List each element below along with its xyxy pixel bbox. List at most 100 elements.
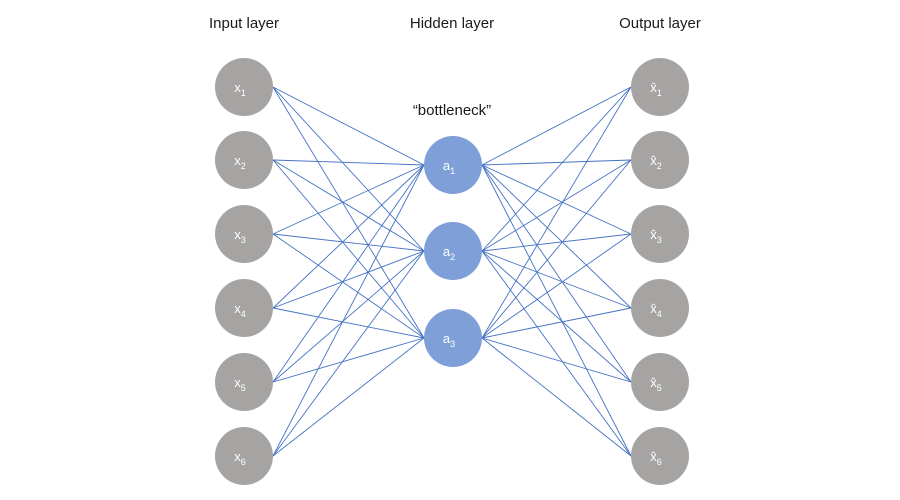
node-label-base: a <box>443 158 451 173</box>
node-label-base: x̂ <box>650 375 657 390</box>
input-node-circle <box>215 353 273 411</box>
edge-hidden-1-output-1 <box>481 86 632 166</box>
output-node-label: x̂5 <box>650 375 662 393</box>
hidden-node-circle <box>424 136 482 194</box>
hidden-node-3: a3 <box>424 309 482 367</box>
hidden-node-label: a3 <box>443 331 455 349</box>
edge-input-5-hidden-2 <box>272 250 425 383</box>
hidden-node-circle <box>424 309 482 367</box>
input-node-label: x4 <box>234 301 246 319</box>
input-node-circle <box>215 131 273 189</box>
edge-hidden-3-output-5 <box>481 337 632 383</box>
node-label-subscript: 4 <box>657 309 662 319</box>
edge-hidden-3-output-2 <box>481 159 632 339</box>
edge-hidden-1-output-3 <box>481 164 632 235</box>
input-node-1: x1 <box>215 58 273 116</box>
edge-hidden-3-output-3 <box>481 233 632 339</box>
edge-input-3-hidden-1 <box>272 164 425 235</box>
output-node-circle <box>631 58 689 116</box>
edge-hidden-1-output-2 <box>481 159 632 166</box>
node-label-base: x̂ <box>650 449 657 464</box>
hidden-layer-title: Hidden layer <box>410 15 494 32</box>
edge-hidden-1-output-4 <box>481 164 632 309</box>
output-node-1: x̂1 <box>631 58 689 116</box>
output-node-circle <box>631 353 689 411</box>
node-label-base: x <box>234 449 241 464</box>
edge-hidden-3-output-6 <box>481 337 632 457</box>
edge-input-4-hidden-3 <box>272 307 425 339</box>
output-node-4: x̂4 <box>631 279 689 337</box>
node-label-subscript: 2 <box>241 161 246 171</box>
node-label-subscript: 6 <box>241 457 246 467</box>
edge-hidden-1-output-6 <box>481 164 632 457</box>
node-label-base: x <box>234 375 241 390</box>
input-node-label: x2 <box>234 153 246 171</box>
input-node-circle <box>215 205 273 263</box>
node-label-subscript: 3 <box>450 339 455 349</box>
input-node-label: x6 <box>234 449 246 467</box>
output-node-circle <box>631 279 689 337</box>
node-label-base: x̂ <box>650 301 657 316</box>
output-layer-title: Output layer <box>619 15 701 32</box>
input-node-5: x5 <box>215 353 273 411</box>
output-node-label: x̂1 <box>650 80 662 98</box>
node-label-subscript: 5 <box>241 383 246 393</box>
edge-input-6-hidden-3 <box>272 337 425 457</box>
node-label-subscript: 2 <box>450 252 455 262</box>
edge-input-1-hidden-2 <box>272 86 425 252</box>
bottleneck-annotation: “bottleneck” <box>413 102 491 119</box>
node-label-base: x <box>234 153 241 168</box>
edge-input-4-hidden-2 <box>272 250 425 309</box>
node-label-base: a <box>443 244 451 259</box>
edge-hidden-2-output-6 <box>481 250 632 457</box>
node-label-subscript: 1 <box>450 166 455 176</box>
edge-input-5-hidden-1 <box>272 164 425 383</box>
input-node-label: x5 <box>234 375 246 393</box>
node-label-base: x̂ <box>650 80 657 95</box>
edge-hidden-2-output-4 <box>481 250 632 309</box>
node-label-subscript: 5 <box>657 383 662 393</box>
edge-input-2-hidden-2 <box>272 159 425 252</box>
output-node-3: x̂3 <box>631 205 689 263</box>
edge-hidden-2-output-1 <box>481 86 632 252</box>
node-label-base: a <box>443 331 451 346</box>
output-node-label: x̂4 <box>650 301 662 319</box>
node-label-subscript: 2 <box>657 161 662 171</box>
node-label-subscript: 3 <box>241 235 246 245</box>
hidden-node-1: a1 <box>424 136 482 194</box>
edge-input-6-hidden-2 <box>272 250 425 457</box>
node-label-base: x <box>234 301 241 316</box>
hidden-node-circle <box>424 222 482 280</box>
input-node-circle <box>215 279 273 337</box>
node-label-base: x <box>234 227 241 242</box>
input-node-circle <box>215 58 273 116</box>
node-label-base: x̂ <box>650 227 657 242</box>
input-layer-title: Input layer <box>209 15 279 32</box>
edge-hidden-2-output-3 <box>481 233 632 252</box>
input-node-circle <box>215 427 273 485</box>
connections <box>272 86 632 457</box>
edge-input-1-hidden-1 <box>272 86 425 166</box>
output-node-5: x̂5 <box>631 353 689 411</box>
edge-hidden-1-output-5 <box>481 164 632 383</box>
input-node-2: x2 <box>215 131 273 189</box>
hidden-node-2: a2 <box>424 222 482 280</box>
node-label-base: x <box>234 80 241 95</box>
output-node-label: x̂3 <box>650 227 662 245</box>
input-node-label: x3 <box>234 227 246 245</box>
edge-input-4-hidden-1 <box>272 164 425 309</box>
input-node-3: x3 <box>215 205 273 263</box>
edge-input-5-hidden-3 <box>272 337 425 383</box>
edge-input-6-hidden-1 <box>272 164 425 457</box>
input-node-4: x4 <box>215 279 273 337</box>
node-label-subscript: 3 <box>657 235 662 245</box>
edge-hidden-2-output-2 <box>481 159 632 252</box>
edge-input-2-hidden-1 <box>272 159 425 166</box>
edge-input-3-hidden-2 <box>272 233 425 252</box>
output-node-circle <box>631 205 689 263</box>
output-node-circle <box>631 427 689 485</box>
node-label-subscript: 1 <box>241 88 246 98</box>
input-node-label: x1 <box>234 80 246 98</box>
